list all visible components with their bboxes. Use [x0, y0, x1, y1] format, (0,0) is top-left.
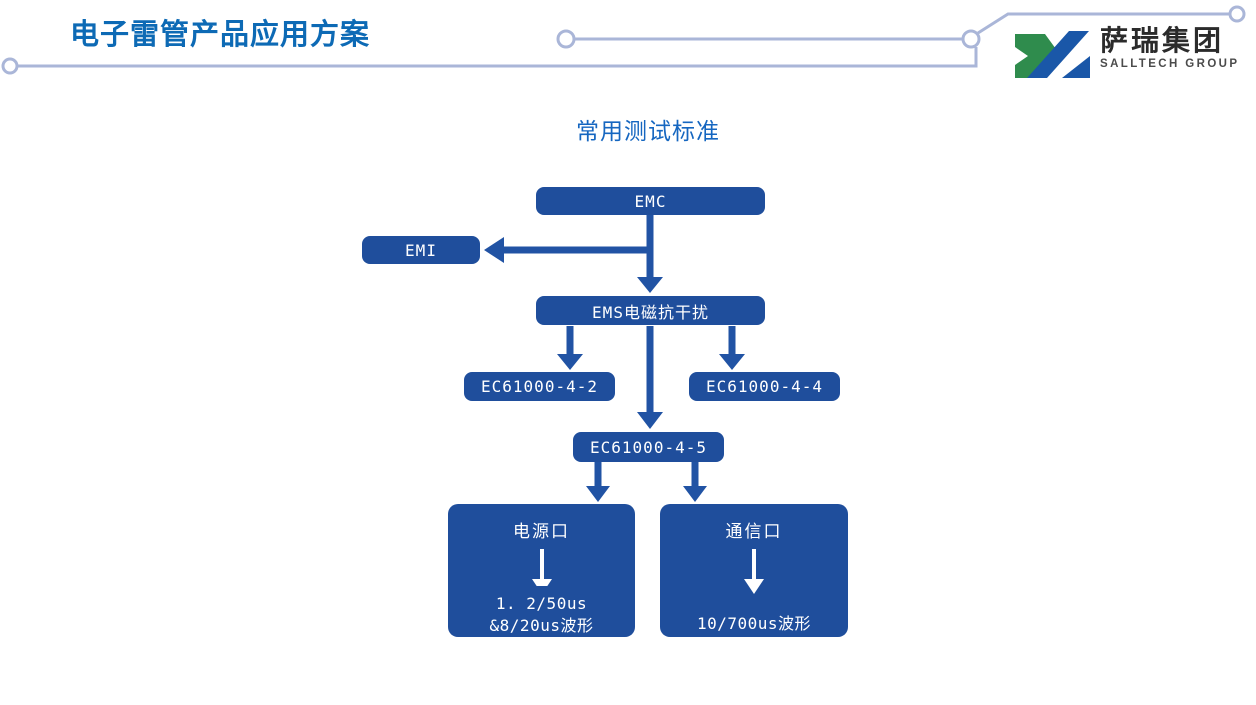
- comm-port-waveform: 10/700us波形: [696, 614, 812, 633]
- down-arrow-icon: [531, 549, 552, 586]
- node-power-port: 电源口 1. 2/50us &8/20us波形: [448, 504, 635, 637]
- node-emc-label: EMC: [634, 191, 667, 211]
- company-logo: 萨瑞集团 SALLTECH GROUP: [1012, 26, 1239, 82]
- comm-port-label: 通信口: [725, 522, 783, 542]
- node-ems-label: EMS电磁抗干扰: [592, 302, 709, 322]
- node-ec61000-4-4-label: EC61000-4-4: [706, 377, 823, 396]
- down-arrow-icon: [744, 549, 764, 594]
- node-ec61000-4-2-label: EC61000-4-2: [481, 377, 598, 396]
- node-ec61000-4-5-label: EC61000-4-5: [590, 437, 707, 457]
- logo-text: 萨瑞集团 SALLTECH GROUP: [1100, 25, 1240, 71]
- node-ec61000-4-4: EC61000-4-4: [689, 372, 840, 401]
- power-port-waveform-line1: 1. 2/50us: [495, 594, 588, 613]
- logo-company-name: 萨瑞集团: [1100, 25, 1225, 56]
- power-port-label: 电源口: [513, 522, 570, 542]
- logo-company-subtitle: SALLTECH GROUP: [1100, 58, 1240, 70]
- page-title: 电子雷管产品应用方案: [70, 19, 371, 51]
- node-comm-port: 通信口 10/700us波形: [660, 504, 848, 637]
- node-ec61000-4-5: EC61000-4-5: [573, 432, 724, 462]
- power-port-waveform-line2: &8/20us波形: [489, 616, 594, 635]
- node-emc: EMC: [536, 187, 765, 215]
- salltech-logo-icon: [1015, 31, 1090, 78]
- node-ems: EMS电磁抗干扰: [536, 296, 765, 325]
- node-emi: EMI: [362, 236, 480, 264]
- diagram-title: 常用测试标准: [576, 118, 720, 144]
- power-port-waveform: 1. 2/50us &8/20us波形: [490, 593, 594, 637]
- node-ec61000-4-2: EC61000-4-2: [464, 372, 615, 401]
- node-emi-label: EMI: [405, 240, 437, 260]
